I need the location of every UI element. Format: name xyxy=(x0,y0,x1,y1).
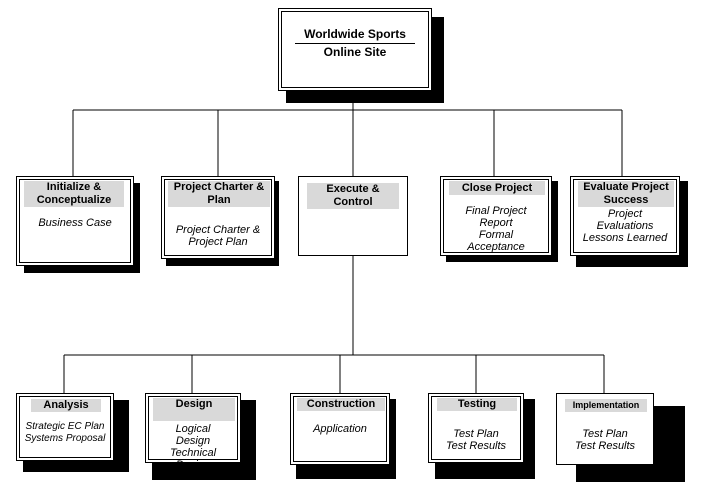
node-project-charter-title: Project Charter & Plan xyxy=(168,181,270,207)
node-initialize: Initialize & Conceptualize Business Case xyxy=(16,176,134,266)
node-testing: Testing Test Plan Test Results xyxy=(428,393,524,463)
node-close-project-title: Close Project xyxy=(449,181,545,195)
root-title-line1: Worldwide Sports xyxy=(304,27,406,41)
node-analysis: Analysis Strategic EC Plan Systems Propo… xyxy=(16,393,114,461)
node-analysis-body: Strategic EC Plan Systems Proposal xyxy=(24,421,106,444)
node-close-project-body: Final Project Report Formal Acceptance xyxy=(465,205,527,253)
node-evaluate-success-body: Project Evaluations Lessons Learned xyxy=(582,208,668,244)
root-divider xyxy=(295,43,415,44)
root-title-line2: Online Site xyxy=(323,45,387,59)
node-design-body: Logical Design Technical Design xyxy=(169,423,217,471)
node-design: Design Logical Design Technical Design xyxy=(145,393,241,471)
node-project-charter: Project Charter & Plan Project Charter &… xyxy=(161,176,275,259)
node-construction: Construction Application xyxy=(290,393,390,465)
node-construction-body: Application xyxy=(313,423,367,435)
node-implementation-body: Test Plan Test Results xyxy=(574,428,636,452)
node-evaluate-success-title: Evaluate Project Success xyxy=(578,181,674,207)
node-execute-control: Execute & Control xyxy=(298,176,408,256)
node-testing-title: Testing xyxy=(437,398,517,411)
node-initialize-body: Business Case xyxy=(38,217,112,229)
node-design-title: Design xyxy=(153,398,235,421)
node-implementation: Implementation Test Plan Test Results xyxy=(556,393,654,465)
node-project-charter-body: Project Charter & Project Plan xyxy=(175,224,261,248)
root-node: Worldwide Sports Online Site xyxy=(278,8,432,91)
node-construction-title: Construction xyxy=(297,398,385,411)
node-evaluate-success: Evaluate Project Success Project Evaluat… xyxy=(570,176,680,256)
node-initialize-title: Initialize & Conceptualize xyxy=(24,181,124,207)
node-testing-body: Test Plan Test Results xyxy=(445,428,507,452)
node-analysis-title: Analysis xyxy=(31,399,101,412)
node-implementation-title: Implementation xyxy=(565,399,647,412)
node-close-project: Close Project Final Project Report Forma… xyxy=(440,176,552,256)
node-execute-control-title: Execute & Control xyxy=(307,183,399,209)
